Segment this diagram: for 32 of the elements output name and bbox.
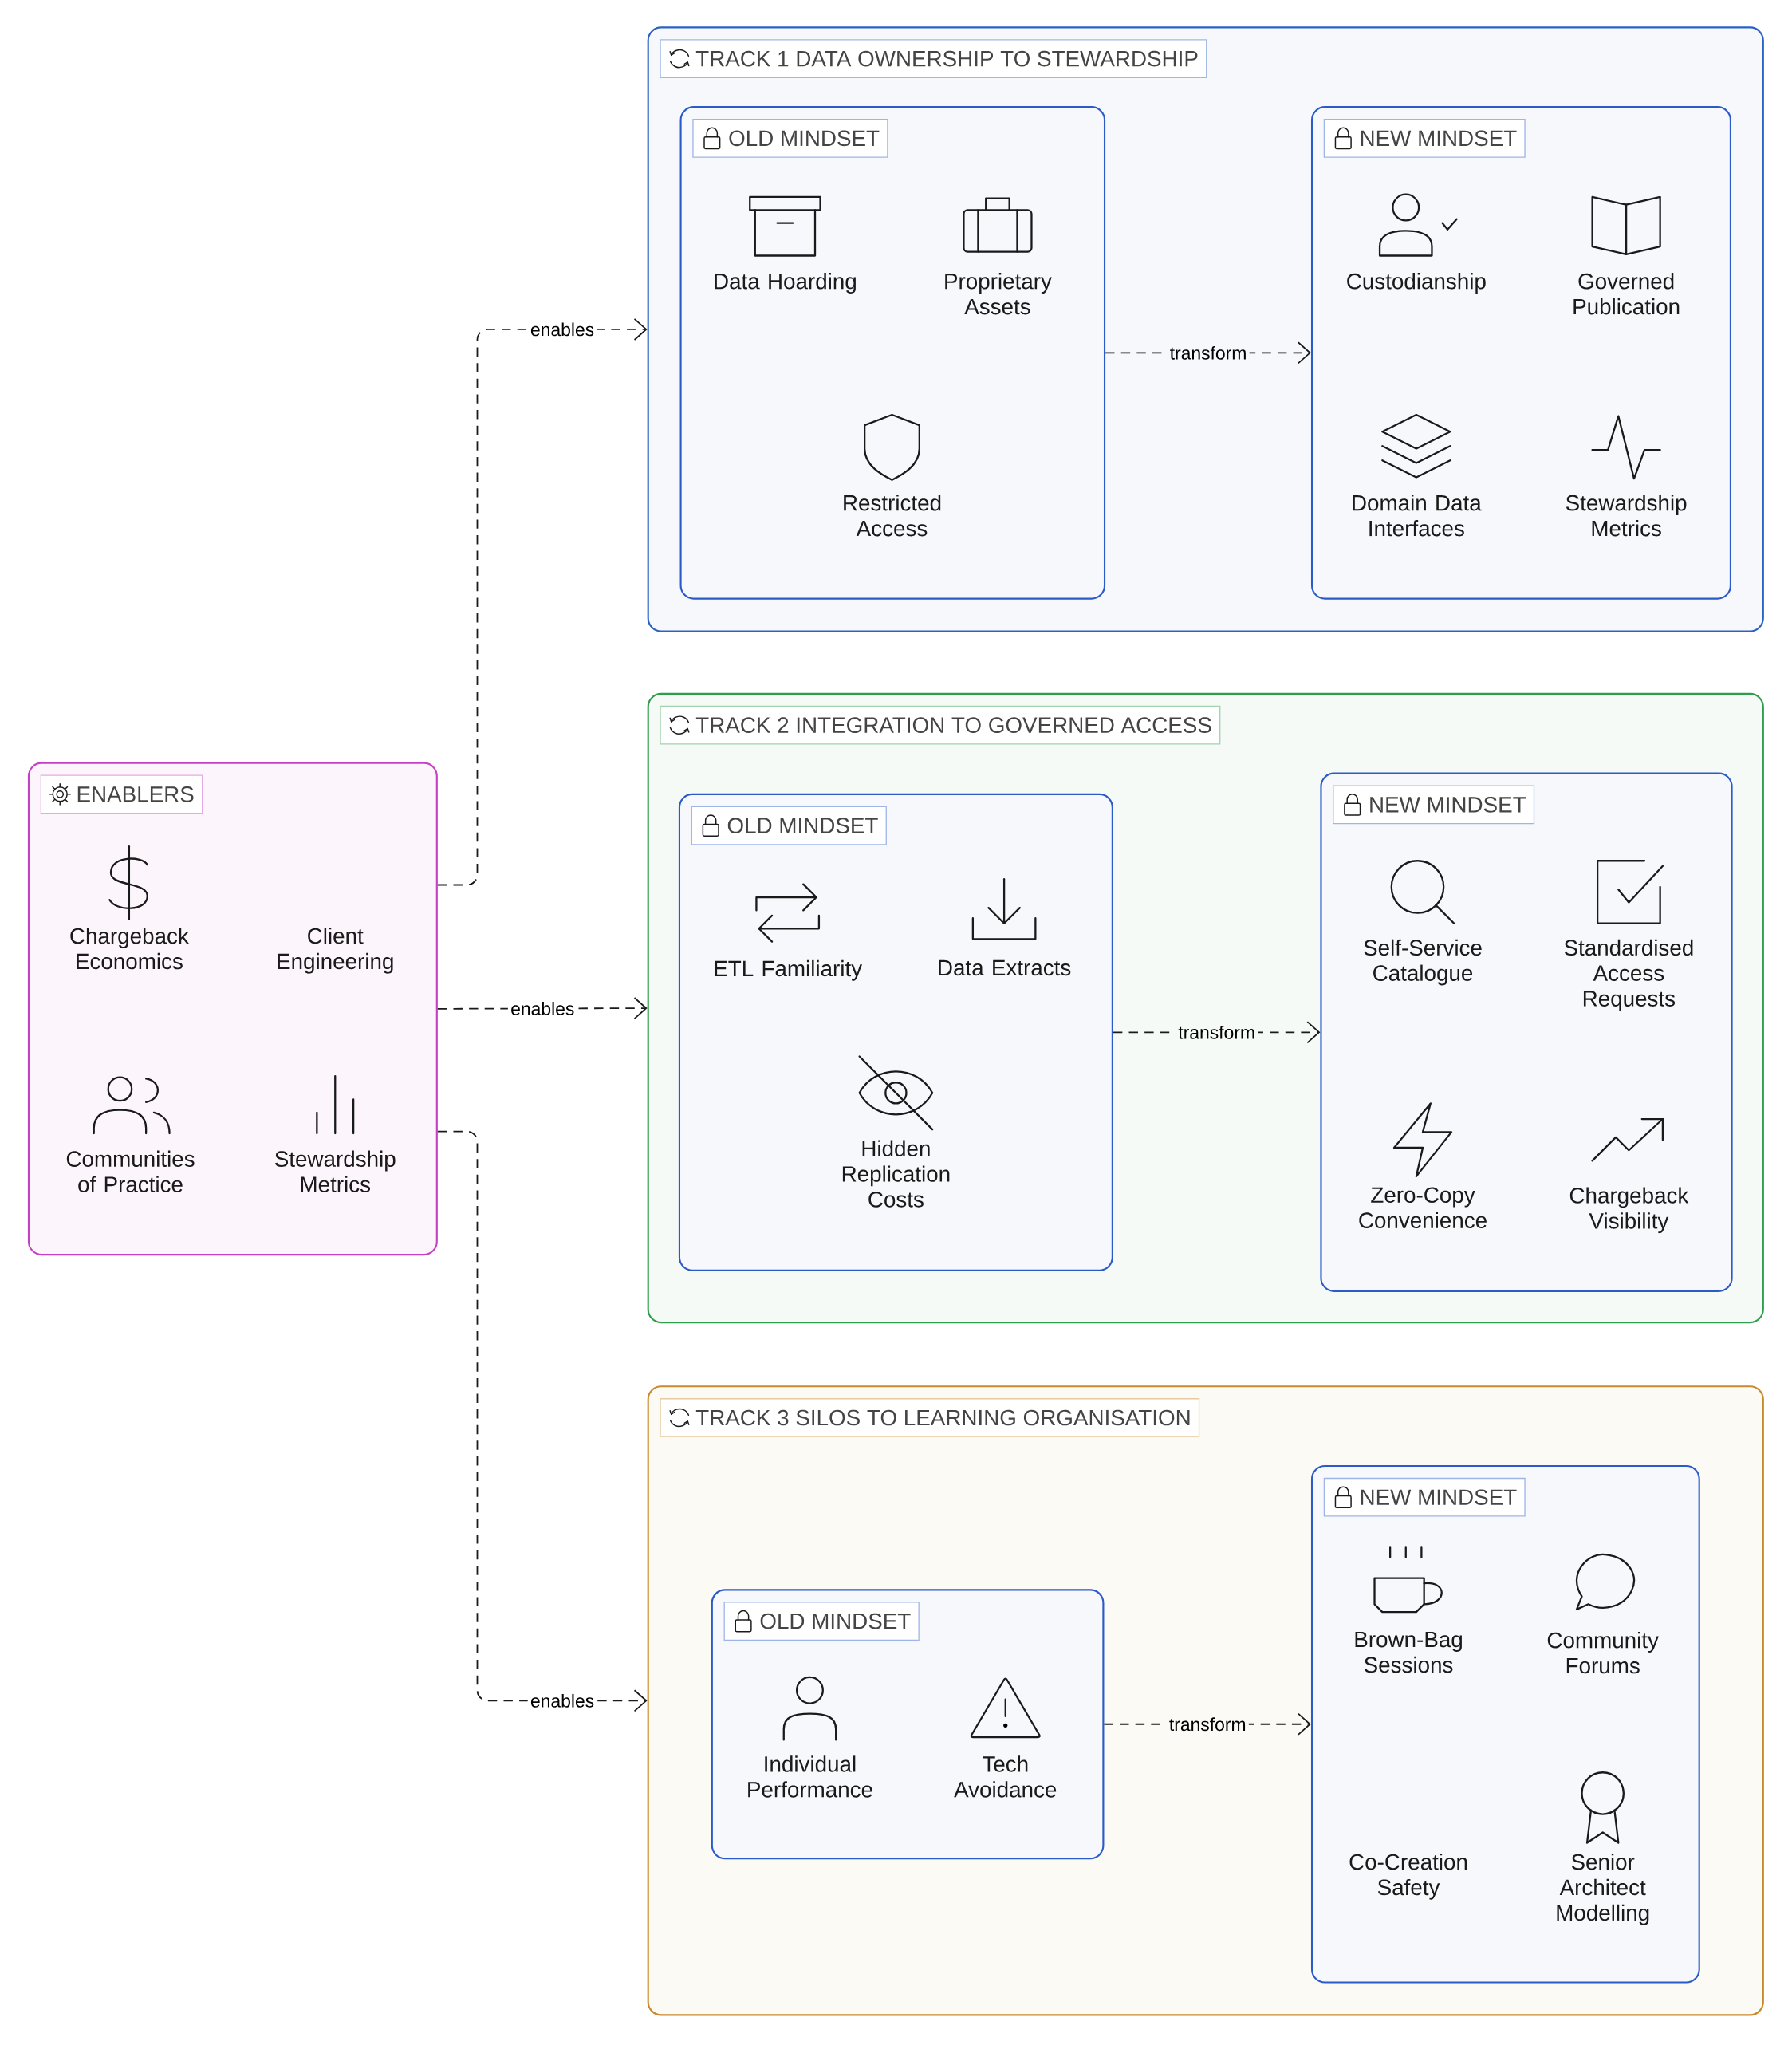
item-label: Communities of Practice <box>66 1150 195 1192</box>
edge-label: transform <box>1166 1715 1249 1734</box>
item-label: Stewardship Metrics <box>275 1150 396 1192</box>
item-label: Client Engineering <box>278 928 393 974</box>
item-label: Individual Performance <box>748 1755 872 1798</box>
item-label: ETL Familiarity <box>715 959 863 981</box>
edge-label: enables <box>508 999 577 1019</box>
item-label: Proprietary Assets <box>945 273 1052 315</box>
item-label: Chargeback Economics <box>70 928 189 970</box>
edge-label: enables <box>527 320 597 339</box>
item-label: Custodianship <box>1347 273 1486 294</box>
item-label: Senior Architect Modelling <box>1557 1854 1649 1925</box>
item-label: Standardised Access Requests <box>1564 939 1693 1011</box>
item-label: Stewardship Metrics <box>1566 495 1687 537</box>
item-label: Community Forums <box>1547 1632 1659 1674</box>
item-label: Data Hoarding <box>715 273 857 294</box>
item-label: Restricted Access <box>844 495 941 537</box>
item-label: Domain Data Interfaces <box>1353 495 1482 537</box>
arrow <box>437 1130 648 1712</box>
edge-label: enables <box>527 1691 597 1710</box>
edge-label: transform <box>1167 343 1250 362</box>
item-label: Data Extracts <box>939 959 1071 976</box>
item-label: Chargeback Visibility <box>1569 1187 1689 1234</box>
edge-label: transform <box>1176 1023 1258 1042</box>
item-label: Co-Creation Safety <box>1349 1854 1467 1900</box>
arrow <box>437 317 648 886</box>
item-label: Zero-Copy Convenience <box>1359 1187 1487 1228</box>
item-label: Brown-Bag Sessions <box>1355 1632 1463 1673</box>
item-label: Self-Service Catalogue <box>1364 939 1482 986</box>
item-label: Tech Avoidance <box>954 1755 1057 1798</box>
item-label: Governed Publication <box>1573 273 1680 315</box>
item-label: Hidden Replication Costs <box>843 1140 950 1208</box>
